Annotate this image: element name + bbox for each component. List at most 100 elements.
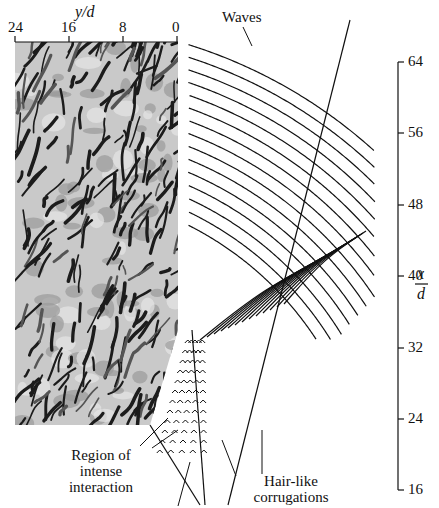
chevron-mark (192, 400, 198, 403)
wave-front (188, 82, 375, 201)
ray-line (150, 425, 200, 505)
chevron-mark (175, 410, 181, 413)
texture-stroke (89, 398, 99, 416)
texture-stroke (170, 360, 177, 374)
texture-stroke (183, 250, 212, 270)
texture-stroke (29, 138, 39, 175)
texture-stroke (128, 404, 142, 425)
axis-label: d (417, 286, 425, 303)
texture-stroke (161, 269, 170, 273)
texture-stroke (171, 260, 195, 275)
chevron-mark (181, 380, 187, 383)
texture-stroke (170, 352, 195, 372)
texture-stroke (82, 217, 88, 247)
texture-stroke (70, 118, 75, 154)
texture-stroke (68, 357, 71, 367)
texture-stroke (147, 127, 166, 157)
texture-stroke (69, 168, 92, 192)
texture-stroke (145, 217, 149, 241)
axis-label: 16 (408, 482, 423, 498)
texture-stroke (130, 48, 134, 60)
chevron-mark (179, 450, 185, 453)
texture-stroke (90, 26, 117, 54)
chevron-mark (187, 380, 193, 383)
texture-stroke (162, 393, 175, 424)
wave-sketch (150, 20, 375, 505)
texture-stroke (46, 179, 64, 195)
texture-stroke (160, 207, 167, 238)
texture-stroke (107, 243, 118, 265)
texture-stroke (46, 201, 62, 216)
texture-stroke (29, 342, 39, 356)
texture-stroke (143, 147, 148, 182)
texture-stroke (164, 8, 186, 43)
texture-blob (75, 57, 101, 69)
texture-blob (75, 373, 99, 383)
chevron-mark (191, 420, 197, 423)
chevron-mark (200, 390, 206, 393)
texture-stroke (152, 372, 160, 383)
texture-stroke (12, 130, 29, 161)
texture-stroke (119, 261, 122, 270)
chevron-mark (175, 380, 181, 383)
texture-stroke (130, 294, 134, 311)
texture-stroke (88, 151, 90, 168)
texture-stroke (175, 109, 183, 115)
chevron-mark (167, 410, 173, 413)
texture-stroke (113, 8, 126, 45)
texture-stroke (175, 180, 177, 195)
texture-stroke (123, 266, 125, 274)
texture-stroke (121, 296, 127, 307)
texture-stroke (178, 51, 193, 82)
texture-stroke (35, 355, 42, 368)
texture-stroke (161, 158, 163, 169)
chevron-mark (200, 370, 206, 373)
texture-stroke (44, 403, 60, 421)
texture-stroke (174, 215, 184, 253)
texture-stroke (129, 264, 153, 279)
texture-stroke (79, 107, 81, 128)
texture-stroke (184, 258, 189, 264)
axis-label: 16 (61, 20, 76, 36)
texture-stroke (82, 381, 90, 392)
texture-stroke (173, 81, 175, 102)
texture-stroke (135, 150, 136, 176)
texture-stroke (9, 225, 12, 246)
texture-stroke (165, 373, 167, 396)
texture-stroke (160, 109, 166, 120)
chevron-mark (199, 350, 205, 353)
wave-front (189, 57, 375, 167)
chevron-mark (201, 450, 207, 453)
texture-stroke (9, 264, 12, 300)
photograph (0, 0, 211, 440)
texture-stroke (78, 303, 82, 321)
texture-blob (141, 297, 155, 314)
texture-stroke (132, 83, 136, 120)
texture-stroke (120, 224, 125, 235)
texture-stroke (162, 382, 167, 400)
axis-label: 32 (408, 340, 423, 356)
texture-stroke (166, 349, 174, 379)
texture-stroke (28, 17, 50, 41)
texture-stroke (31, 382, 40, 395)
texture-stroke (115, 361, 120, 386)
wave-front (190, 121, 375, 256)
chevron-mark (190, 450, 196, 453)
texture-stroke (34, 102, 39, 133)
axis-label: Waves (222, 10, 262, 26)
texture-stroke (179, 392, 181, 405)
texture-stroke (29, 40, 33, 58)
axis-label: 0 (172, 20, 180, 36)
texture-blob (143, 110, 152, 119)
axis-label: 64 (408, 54, 423, 70)
texture-stroke (138, 17, 152, 42)
texture-stroke (116, 29, 118, 42)
wave-front (277, 233, 363, 307)
texture-stroke (158, 121, 168, 136)
texture-stroke (103, 119, 105, 140)
texture-stroke (32, 375, 43, 405)
ray-line (228, 20, 350, 505)
ray-line (192, 330, 205, 505)
texture-stroke (54, 368, 75, 384)
